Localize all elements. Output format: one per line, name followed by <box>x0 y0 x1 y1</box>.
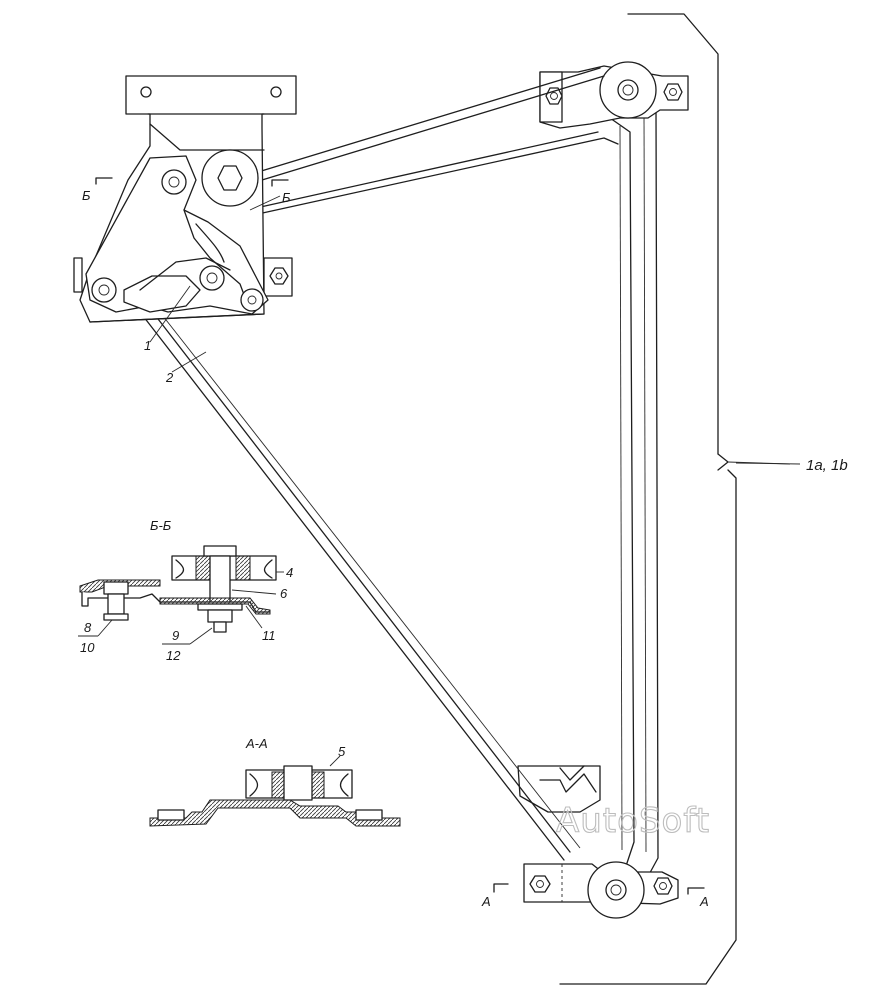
section-mark-aa-left: А <box>481 894 491 909</box>
cables <box>139 67 619 861</box>
upper-pulley-bracket <box>539 61 689 129</box>
section-aa-title: А-А <box>245 736 268 751</box>
section-mark-bb <box>95 177 289 211</box>
vertical-guide-rail <box>517 99 659 881</box>
label-part-4: 4 <box>286 565 293 580</box>
section-mark-aa <box>493 883 705 895</box>
section-mark-bb-right: Б <box>282 190 291 205</box>
leader-part-5 <box>329 755 341 767</box>
leaders-top <box>149 285 801 465</box>
section-bb-view <box>79 545 277 633</box>
lower-pulley-bracket <box>523 861 679 919</box>
section-bb-title: Б-Б <box>150 518 172 533</box>
label-part-8: 8 <box>84 620 92 635</box>
label-part-1: 1 <box>144 338 151 353</box>
watermark: AutoSoft <box>556 801 710 841</box>
section-mark-bb-left: Б <box>82 188 91 203</box>
label-assembly: 1a, 1b <box>806 457 848 474</box>
label-part-9: 9 <box>172 628 179 643</box>
section-aa-view <box>149 765 401 827</box>
label-part-6: 6 <box>280 586 288 601</box>
label-part-12: 12 <box>166 648 181 663</box>
label-part-11: 11 <box>262 628 276 643</box>
label-part-10: 10 <box>80 640 95 655</box>
leaders-section-bb <box>78 571 284 645</box>
drive-mechanism <box>73 75 297 323</box>
section-mark-aa-right: А <box>699 894 709 909</box>
label-part-5: 5 <box>338 744 346 759</box>
label-part-2: 2 <box>165 370 174 385</box>
